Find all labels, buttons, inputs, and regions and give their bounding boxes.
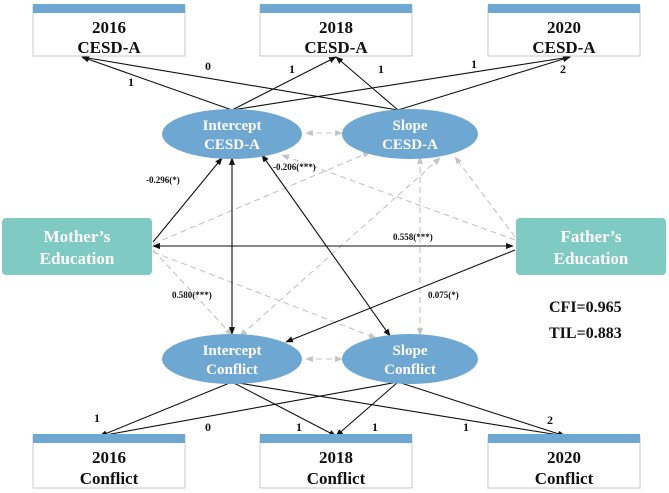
loading-label: 1 xyxy=(128,75,134,89)
predictor-box xyxy=(2,218,152,275)
box-cesd-2018: 2018 CESD-A xyxy=(259,4,413,57)
top-load-ic-2016 xyxy=(81,56,233,111)
box-year: 2016 xyxy=(92,448,126,467)
predictor-label-line2: Education xyxy=(40,249,115,268)
box-conflict-2018: 2018 Conflict xyxy=(259,434,413,489)
coef-father-slope-conflict: 0.075(*) xyxy=(428,290,459,300)
latent-label-line2: CESD-A xyxy=(382,137,438,153)
loading-label: 1 xyxy=(463,420,469,434)
latent-label-line2: CESD-A xyxy=(204,137,260,153)
top-load-ic-2020 xyxy=(231,55,571,111)
coef-intercept-cesd-intercept-conflict: 0.580(***) xyxy=(172,290,212,300)
predictor-father-education: Father’s Education xyxy=(516,218,666,275)
box-year: 2016 xyxy=(92,18,126,37)
box-label: CESD-A xyxy=(77,38,141,57)
latent-ellipse xyxy=(162,109,302,159)
predictor-mother-education: Mother’s Education xyxy=(2,218,152,275)
box-bar xyxy=(260,4,412,13)
top-load-sc-2018 xyxy=(335,56,399,111)
predictor-label-line1: Father’s xyxy=(560,227,621,246)
predictor-label-line2: Education xyxy=(554,249,629,268)
dashed-mother-slope-cesd xyxy=(152,151,371,245)
latent-slope-conflict: Slope Conflict xyxy=(342,334,478,384)
loading-label: 1 xyxy=(94,411,100,425)
bottom-load-ic-2020 xyxy=(231,381,566,438)
top-load-sc-2020 xyxy=(397,56,571,111)
loading-label: 2 xyxy=(560,62,566,76)
loading-label: 1 xyxy=(471,57,477,71)
loading-label: 0 xyxy=(205,420,211,434)
bottom-load-ic-2018 xyxy=(231,381,337,437)
latent-factors: Intercept CESD-A Slope CESD-A Intercept … xyxy=(162,109,478,384)
latent-intercept-conflict: Intercept Conflict xyxy=(162,334,302,384)
top-load-sc-2016 xyxy=(81,55,399,111)
latent-label-line2: Conflict xyxy=(384,362,436,378)
latent-intercept-cesd: Intercept CESD-A xyxy=(162,109,302,159)
path-mother-intercept-cesd xyxy=(152,157,223,243)
box-bar xyxy=(260,434,412,443)
loading-label: 1 xyxy=(378,62,384,76)
predictor-label-line1: Mother’s xyxy=(44,227,111,246)
box-cesd-2016: 2016 CESD-A xyxy=(32,4,186,57)
latent-label-line2: Conflict xyxy=(206,362,258,378)
coef-father-intercept-cesd: -0.206(***) xyxy=(273,162,316,172)
latent-label-line1: Slope xyxy=(392,343,427,359)
box-bar xyxy=(33,434,185,443)
latent-slope-cesd: Slope CESD-A xyxy=(342,109,478,159)
loading-label: 1 xyxy=(289,62,295,76)
fit-indices: CFI=0.965 TIL=0.883 xyxy=(549,299,622,342)
latent-ellipse xyxy=(342,109,478,159)
latent-label-line1: Intercept xyxy=(203,118,262,134)
box-year: 2020 xyxy=(547,448,581,467)
box-conflict-2016: 2016 Conflict xyxy=(32,434,186,489)
box-label: Conflict xyxy=(80,469,139,488)
dashed-ic-scon xyxy=(239,157,441,337)
box-label: Conflict xyxy=(307,469,366,488)
path-father-intercept-conflict xyxy=(285,249,516,343)
loading-label: 0 xyxy=(205,59,211,73)
box-conflict-2020: 2020 Conflict xyxy=(487,434,641,489)
top-load-ic-2018 xyxy=(231,56,337,111)
loading-labels: 1 0 1 1 1 2 1 0 1 1 1 2 xyxy=(94,57,566,434)
predictor-box xyxy=(516,218,666,275)
box-year: 2020 xyxy=(547,18,581,37)
latent-ellipse xyxy=(342,334,478,384)
bottom-indicator-boxes: 2016 Conflict 2018 Conflict 2020 Conflic… xyxy=(32,434,641,489)
box-year: 2018 xyxy=(319,448,353,467)
coef-mother-father: 0.558(***) xyxy=(393,232,433,242)
box-year: 2018 xyxy=(319,18,353,37)
fit-tli: TIL=0.883 xyxy=(549,325,622,342)
box-label: Conflict xyxy=(535,469,594,488)
solid-paths xyxy=(81,55,571,438)
box-label: CESD-A xyxy=(304,38,368,57)
predictors: Mother’s Education Father’s Education xyxy=(2,218,666,275)
bottom-load-sc-2020 xyxy=(397,381,566,437)
dashed-father-intercept-cesd xyxy=(281,154,516,241)
loading-label: 2 xyxy=(547,413,553,427)
latent-label-line1: Slope xyxy=(392,118,427,134)
box-cesd-2020: 2020 CESD-A xyxy=(487,4,641,57)
box-bar xyxy=(488,4,640,13)
top-indicator-boxes: 2016 CESD-A 2018 CESD-A 2020 CESD-A xyxy=(32,4,641,57)
dashed-father-slope-cesd xyxy=(454,156,516,238)
loading-label: 1 xyxy=(296,420,302,434)
loading-label: 1 xyxy=(372,420,378,434)
box-bar xyxy=(488,434,640,443)
bottom-load-sc-2018 xyxy=(335,381,399,437)
box-bar xyxy=(33,4,185,13)
latent-label-line1: Intercept xyxy=(203,343,262,359)
bottom-load-sc-2016 xyxy=(99,381,399,438)
path-intercept-cesd-slope-conflict xyxy=(261,154,391,337)
fit-cfi: CFI=0.965 xyxy=(549,299,622,316)
coefficient-labels: -0.296(*) -0.206(***) 0.558(***) 0.580(*… xyxy=(146,162,459,300)
bottom-load-ic-2016 xyxy=(99,381,233,437)
box-label: CESD-A xyxy=(532,38,596,57)
latent-ellipse xyxy=(162,334,302,384)
coef-mother-intercept-cesd: -0.296(*) xyxy=(146,175,180,185)
